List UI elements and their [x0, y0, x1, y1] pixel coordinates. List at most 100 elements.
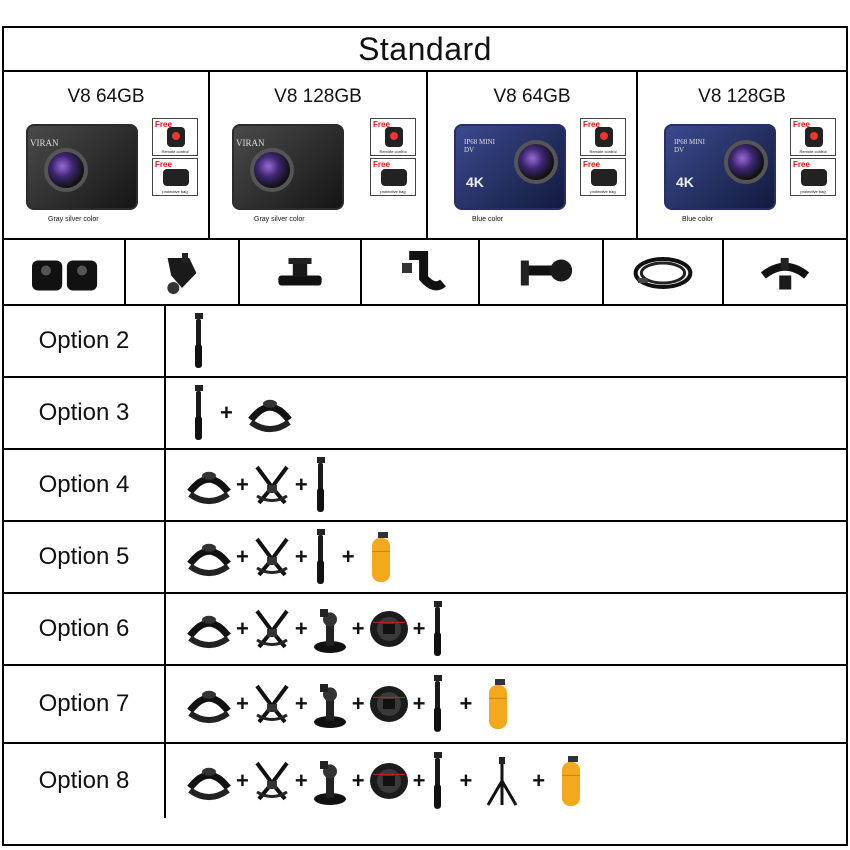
option-label: Option 4 [38, 471, 130, 498]
table-title: Standard [358, 30, 492, 67]
gift-caption: Remote control [589, 149, 617, 154]
plus-sign: + [459, 691, 473, 716]
free-tag: Free [583, 160, 600, 169]
option-accessories: ++++++ [170, 744, 585, 818]
plus-sign: + [236, 544, 249, 569]
mini-tripod-icon [487, 757, 518, 806]
camera-image: IP68 MINI DV 4K [454, 124, 566, 210]
accessory-cell [4, 242, 124, 304]
chest-harness-icon [255, 684, 289, 724]
color-variant-note: Gray silver color [254, 216, 305, 223]
head-strap-icon [248, 399, 292, 433]
lens-icon [514, 140, 558, 184]
resolution-badge: 4K [466, 174, 484, 190]
camera-model-label: V8 128GB [274, 86, 362, 107]
option-label: Option 2 [38, 327, 130, 354]
color-variant-note: Blue color [472, 216, 504, 223]
camera-image: IP68 MINI DV 4K [664, 124, 776, 210]
gift-caption: protective bag [800, 189, 826, 194]
free-bag-gift: Free protective bag [790, 158, 836, 196]
selfie-stick-icon [316, 529, 325, 584]
free-tag: Free [373, 160, 390, 169]
color-variant-note: Blue color [682, 216, 714, 223]
free-tag: Free [583, 120, 600, 129]
plus-sign: + [412, 691, 426, 716]
free-tag: Free [793, 160, 810, 169]
plus-sign: + [459, 768, 473, 793]
accessory-cell [126, 242, 238, 304]
option-label: Option 8 [38, 767, 130, 794]
j-hook-mount-icon [402, 251, 446, 291]
usb-cable-icon [633, 257, 693, 289]
chest-harness-icon [255, 761, 289, 801]
protective-bag-icon [163, 169, 189, 186]
accessory-cell [480, 242, 602, 304]
camera-brand-text: IP68 MINI DV [674, 138, 705, 154]
plus-sign: + [351, 768, 365, 793]
option-accessories [170, 306, 208, 376]
accessory-cell [240, 242, 360, 304]
remote-control-icon [385, 127, 403, 147]
chest-harness-icon [255, 465, 289, 505]
protective-bag-icon [591, 169, 617, 186]
free-bag-gift: Free protective bag [580, 158, 626, 196]
option-accessories: +++++ [170, 666, 512, 742]
plus-sign: + [351, 616, 365, 641]
lens-icon [250, 148, 294, 192]
option-label: Option 3 [38, 399, 130, 426]
gift-caption: Remote control [799, 149, 827, 154]
remote-control-icon [167, 127, 185, 147]
selfie-stick-icon [195, 385, 203, 440]
accessory-cell [362, 242, 478, 304]
head-strap-icon [187, 690, 231, 724]
color-variant-note: Gray silver color [48, 216, 99, 223]
protective-bag-icon [381, 169, 407, 186]
selfie-stick-icon [434, 752, 443, 809]
selfie-stick-icon [434, 601, 443, 656]
wrist-strap-icon [369, 763, 408, 799]
bike-mount-icon [760, 258, 810, 290]
wrist-strap-icon [369, 611, 408, 647]
camera-brand-text: IP68 MINI DV [464, 138, 495, 154]
wrist-strap-icon [369, 686, 408, 722]
floating-grip-icon [489, 679, 508, 729]
free-tag: Free [155, 120, 172, 129]
suction-mount-icon [313, 761, 346, 805]
selfie-stick-icon [195, 313, 203, 368]
floating-grip-icon [371, 532, 390, 582]
gift-caption: protective bag [380, 189, 406, 194]
accessory-cell [604, 242, 722, 304]
adhesive-mounts-icon [32, 260, 98, 291]
option-accessories: ++++ [170, 594, 447, 664]
plus-sign: + [412, 768, 426, 793]
free-tag: Free [373, 120, 390, 129]
gift-caption: protective bag [590, 189, 616, 194]
suction-mount-icon [313, 609, 346, 653]
plus-sign: + [294, 472, 308, 497]
selfie-stick-icon [434, 675, 443, 732]
plus-sign: + [294, 544, 308, 569]
camera-image: VIRAN [26, 124, 138, 210]
plus-sign: + [341, 544, 355, 569]
floating-grip-icon [562, 756, 581, 806]
plus-sign: + [294, 691, 308, 716]
resolution-badge: 4K [676, 174, 694, 190]
head-strap-icon [187, 543, 231, 577]
plus-sign: + [294, 616, 308, 641]
plus-sign: + [532, 768, 546, 793]
head-strap-icon [187, 615, 231, 649]
camera-model-label: V8 64GB [67, 86, 145, 107]
gift-caption: protective bag [162, 189, 188, 194]
plus-sign: + [236, 616, 249, 641]
option-label: Option 5 [38, 543, 130, 570]
extension-arm-icon [520, 259, 573, 286]
camera-image: VIRAN [232, 124, 344, 210]
head-strap-icon [187, 767, 231, 801]
option-accessories: ++ [170, 450, 330, 520]
